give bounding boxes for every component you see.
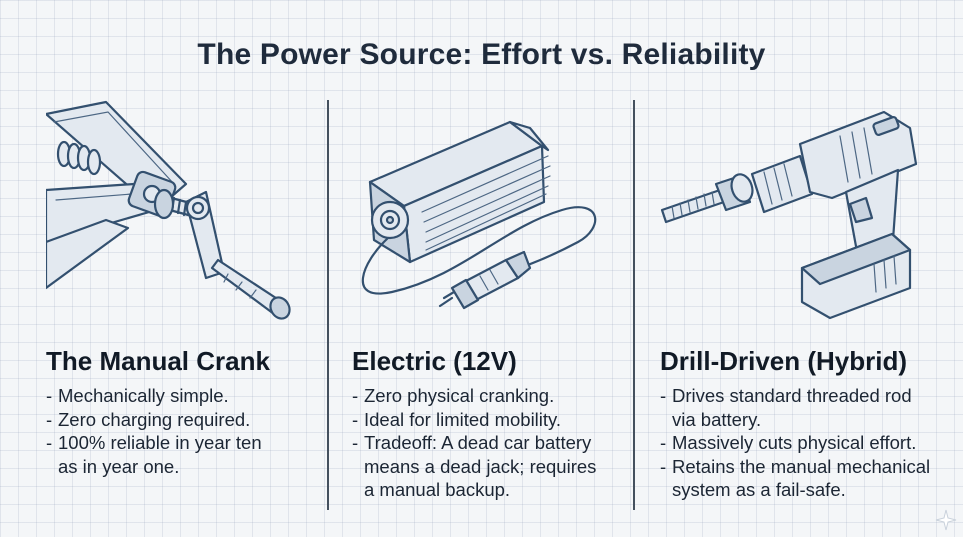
scissor-jack-crank-icon	[46, 100, 291, 320]
column-heading: Electric (12V)	[352, 346, 517, 376]
column-manual-crank: The Manual Crank Mechanically simple. Ze…	[46, 92, 316, 532]
bullet-line: via battery.	[672, 408, 762, 430]
bullet-item: Zero charging required.	[46, 408, 262, 432]
bullet-line: Tradeoff: A dead car battery	[364, 432, 592, 453]
bullet-item: Zero physical cranking.	[352, 384, 596, 408]
bullet-list: Zero physical cranking. Ideal for limite…	[352, 384, 596, 502]
bullet-line: 100% reliable in year ten	[58, 432, 262, 453]
bullet-item: Ideal for limited mobility.	[352, 408, 596, 432]
column-drill-driven: Drill-Driven (Hybrid) Drives standard th…	[660, 92, 950, 532]
bullet-list: Mechanically simple. Zero charging requi…	[46, 384, 262, 478]
bullet-line: means a dead jack; requires	[364, 455, 597, 477]
bullet-line: Zero physical cranking.	[364, 385, 555, 406]
column-electric-12v: Electric (12V) Zero physical cranking. I…	[352, 92, 622, 532]
bullet-item: Massively cuts physical effort.	[660, 431, 930, 455]
column-heading: Drill-Driven (Hybrid)	[660, 346, 908, 376]
cordless-drill-icon	[660, 110, 918, 320]
sparkle-icon	[935, 509, 957, 531]
bullet-line: Massively cuts physical effort.	[672, 432, 917, 453]
bullet-line: system as a fail-safe.	[672, 479, 846, 500]
bullet-line: Ideal for limited mobility.	[364, 408, 562, 430]
bullet-line: Drives standard threaded rod	[672, 385, 912, 406]
bullet-line: Retains the manual mechanical	[672, 455, 931, 477]
bullet-line: Zero charging required.	[58, 408, 251, 430]
bullet-line: as in year one.	[58, 455, 180, 477]
bullet-item: Mechanically simple.	[46, 384, 262, 408]
bullet-line: a manual backup.	[364, 479, 511, 500]
column-heading: The Manual Crank	[46, 346, 270, 376]
bullet-line: Mechanically simple.	[58, 385, 229, 406]
column-divider	[327, 100, 329, 510]
electric-motor-12v-plug-icon	[361, 120, 597, 310]
page-title: The Power Source: Effort vs. Reliability	[197, 38, 766, 71]
column-divider	[633, 100, 635, 510]
